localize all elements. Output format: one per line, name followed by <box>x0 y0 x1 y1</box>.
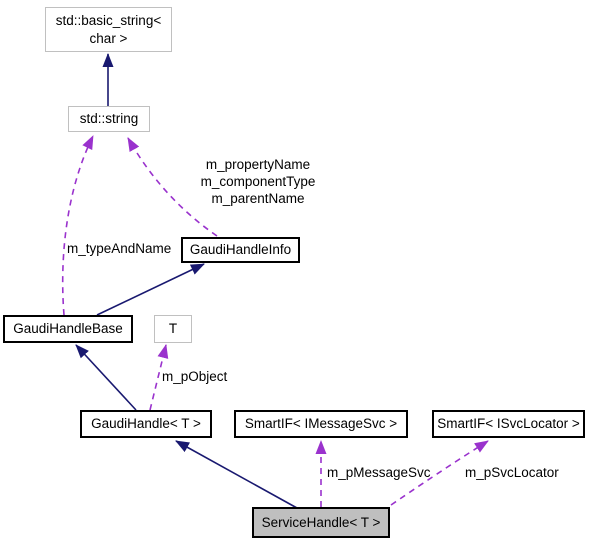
edge-label-m-typeandname: m_typeAndName <box>67 241 172 256</box>
node-gaudihandle[interactable]: GaudiHandle< T > <box>80 410 212 438</box>
node-std-basic-string: std::basic_string< char > <box>45 7 172 52</box>
node-std-string: std::string <box>68 106 150 132</box>
node-smartif-isvclocator[interactable]: SmartIF< ISvcLocator > <box>432 410 585 438</box>
node-servicehandle-current: ServiceHandle< T > <box>252 507 390 538</box>
edge-inherit-gaudihandle-to-gaudihandlebase <box>75 344 137 411</box>
edge-label-m-pobject: m_pObject <box>162 369 228 384</box>
node-smartif-imessagesvc[interactable]: SmartIF< IMessageSvc > <box>234 410 408 438</box>
node-gaudihandlebase[interactable]: GaudiHandleBase <box>3 315 133 343</box>
edge-label-property-component-parent: m_propertyName m_componentType m_parentN… <box>200 157 316 206</box>
edge-inherit-servicehandle-to-gaudihandle <box>175 440 298 509</box>
edge-usage-gaudihandlebase-to-stdstring <box>61 135 94 316</box>
edge-label-m-psvclocator: m_pSvcLocator <box>465 465 559 480</box>
edge-label-m-pmessagesvc: m_pMessageSvc <box>327 465 431 480</box>
edge-inherit-gaudihandlebase-to-gaudihandleinfo <box>96 263 205 316</box>
node-gaudihandleinfo[interactable]: GaudiHandleInfo <box>181 237 300 263</box>
node-template-t: T <box>154 315 192 343</box>
